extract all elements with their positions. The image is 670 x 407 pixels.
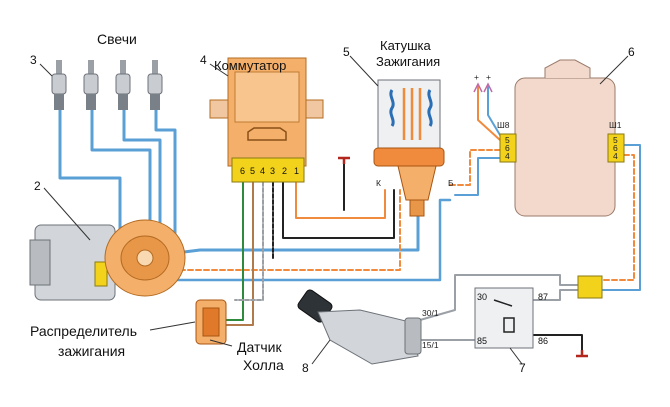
loop-wire-2 (99, 189, 401, 271)
relay-pin-87: 87 (538, 292, 548, 302)
relay-pin-86: 86 (538, 336, 548, 346)
block-left-pin-3: 4 (505, 151, 510, 161)
callout-5: 5 (343, 45, 350, 59)
block-right-connector: Ш1 (609, 120, 622, 130)
comm-wire-5 (224, 181, 254, 326)
ignition-switch (297, 289, 422, 365)
ground-icon (576, 350, 588, 358)
commutator-label: Коммутатор (214, 58, 286, 73)
callout-3: 3 (30, 53, 37, 67)
comm-pin-2: 2 (282, 166, 287, 176)
plus-feed-1 (477, 84, 501, 141)
comm-wire-4 (234, 181, 264, 301)
plus-arrows (473, 82, 493, 93)
relay-pin-85: 85 (477, 336, 487, 346)
comm-pin-6: 6 (240, 166, 245, 176)
distributor-label-line2: зажигания (58, 343, 125, 359)
ignition-coil (373, 79, 445, 217)
coil-label-line2: Зажигания (376, 54, 440, 69)
coil-hv-lead (158, 213, 420, 257)
arrow-up-icon (483, 82, 493, 93)
block-right-wire-2 (599, 154, 635, 281)
wires (58, 84, 641, 356)
plug-lead-2 (90, 108, 152, 237)
coil-terminal-b: Б (448, 178, 454, 188)
plus-feed-2 (487, 84, 501, 136)
block-right-pin-1: 5 (613, 135, 618, 145)
mid-connector (577, 275, 603, 299)
ground-icon (338, 156, 350, 164)
coil-label-line1: Катушка (380, 38, 432, 53)
comm-pin-3: 3 (270, 166, 275, 176)
plug-lead-1 (58, 108, 122, 252)
callout-6: 6 (628, 45, 635, 59)
conn-to-relay (419, 274, 581, 321)
relay (474, 287, 534, 349)
relay-87 (529, 289, 581, 301)
switch-terminal-30-1: 30/1 (422, 308, 439, 318)
plug-lead-4 (154, 108, 177, 242)
spark-plug-1 (51, 60, 67, 110)
comm-pin-4: 4 (260, 166, 265, 176)
hall-label-line2: Холла (243, 357, 284, 373)
plus-sign-1: + (474, 72, 479, 82)
spark-plug-4 (147, 60, 163, 110)
spark-plug-3 (115, 60, 131, 110)
block-right-pin-3: 4 (613, 151, 618, 161)
arrow-up-icon (473, 82, 483, 93)
block-right-wire-1 (599, 144, 641, 291)
distributor (29, 219, 186, 301)
block-left-connector: Ш8 (497, 120, 510, 130)
plug-lead-3 (122, 108, 162, 232)
comm-wire-2 (282, 181, 395, 239)
hall-label-line1: Датчик (237, 339, 282, 355)
plus-sign-2: + (486, 72, 491, 82)
loop-wire-1 (98, 198, 452, 282)
comm-pin-1: 1 (294, 166, 299, 176)
leader-lines (39, 55, 629, 365)
commutator-pins: 6 5 4 3 2 1 (240, 166, 299, 176)
coil-terminal-k: К (376, 178, 381, 188)
coil-b-to-block (449, 149, 501, 186)
callout-8: 8 (302, 361, 309, 375)
spark-plug-2 (83, 60, 99, 110)
callout-2: 2 (34, 179, 41, 193)
block-left-pin-2: 6 (505, 143, 510, 153)
commutator (209, 57, 324, 183)
hall-sensor-connector (195, 299, 227, 345)
comm-wire-1 (295, 181, 386, 219)
spark-plugs (51, 60, 163, 110)
coil-b-to-block-blue (454, 157, 501, 196)
ground-symbols (338, 156, 588, 358)
block-left-pin-1: 5 (505, 135, 510, 145)
block-right-pin-2: 6 (613, 143, 618, 153)
control-block (499, 59, 625, 217)
comm-pin-5: 5 (250, 166, 255, 176)
callout-4: 4 (200, 53, 207, 67)
callout-7: 7 (519, 361, 526, 375)
distributor-label-line1: Распределитель (30, 323, 137, 339)
relay-86-ground (529, 334, 583, 356)
relay-pin-30: 30 (477, 292, 487, 302)
spark-plugs-label: Свечи (97, 31, 137, 47)
switch-terminal-15-1: 15/1 (422, 340, 439, 350)
